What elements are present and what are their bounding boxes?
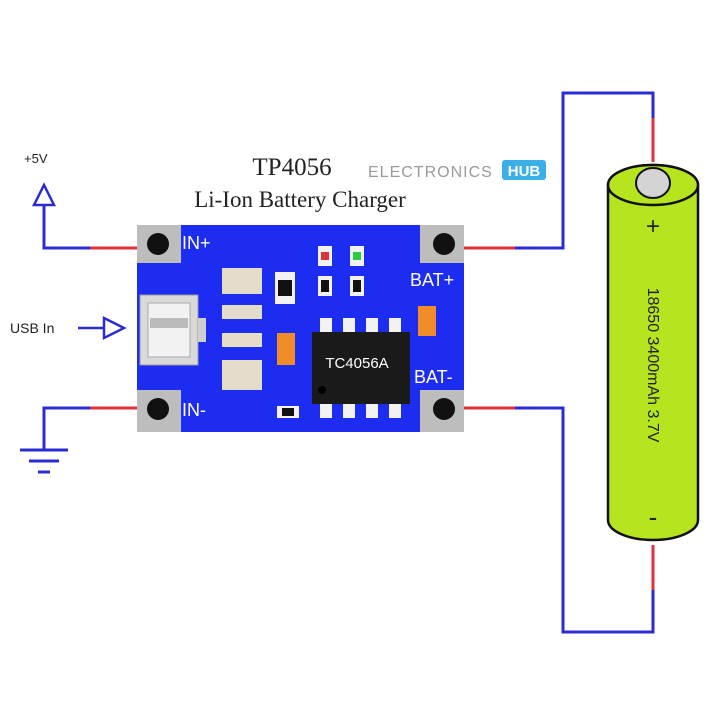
battery-minus-sign: - [649, 502, 658, 532]
chip-label: TC4056A [325, 355, 388, 372]
diagram-subtitle: Li-Ion Battery Charger [194, 187, 406, 212]
smd-resistor-right [418, 306, 436, 336]
battery-label: 18650 3400mAh 3.7V [644, 288, 661, 443]
tp4056-board: TC4056A IN+ IN- BAT+ BAT- [137, 225, 464, 432]
brand-logo: ELECTRONICS HUB [368, 160, 546, 181]
charger-ic: TC4056A [312, 318, 410, 418]
pin-label-bat-plus: BAT+ [410, 270, 454, 290]
wire-gnd-to-in-minus [42, 406, 90, 450]
ground-icon [20, 448, 68, 474]
wire-5v-to-in-plus [42, 205, 90, 250]
brand-suffix-badge [502, 160, 546, 180]
supply-label: +5V [24, 151, 48, 166]
hole-bat-minus [433, 398, 455, 420]
brand-prefix: ELECTRONICS [368, 164, 493, 181]
wire-bat-minus-to-battery [515, 406, 655, 634]
status-leds [318, 246, 364, 296]
smd-components-left [222, 268, 299, 418]
hole-in-minus [147, 398, 169, 420]
pin-label-bat-minus: BAT- [414, 367, 453, 387]
brand-suffix: HUB [508, 163, 541, 180]
wire-bat-plus-to-battery [515, 91, 655, 250]
hole-in-plus [147, 233, 169, 255]
supply-arrow-icon [31, 182, 57, 207]
battery-plus-sign: + [646, 213, 660, 240]
battery-terminal [635, 167, 671, 199]
usb-in-label: USB In [10, 320, 54, 336]
usb-arrow-icon [78, 315, 127, 341]
pin-label-in-plus: IN+ [182, 233, 211, 253]
micro-usb-connector [139, 294, 206, 366]
battery-18650: + - 18650 3400mAh 3.7V [606, 163, 700, 542]
hole-bat-plus [433, 233, 455, 255]
pin-label-in-minus: IN- [182, 400, 206, 420]
wires [42, 91, 655, 634]
diagram-title: TP4056 [252, 154, 331, 181]
